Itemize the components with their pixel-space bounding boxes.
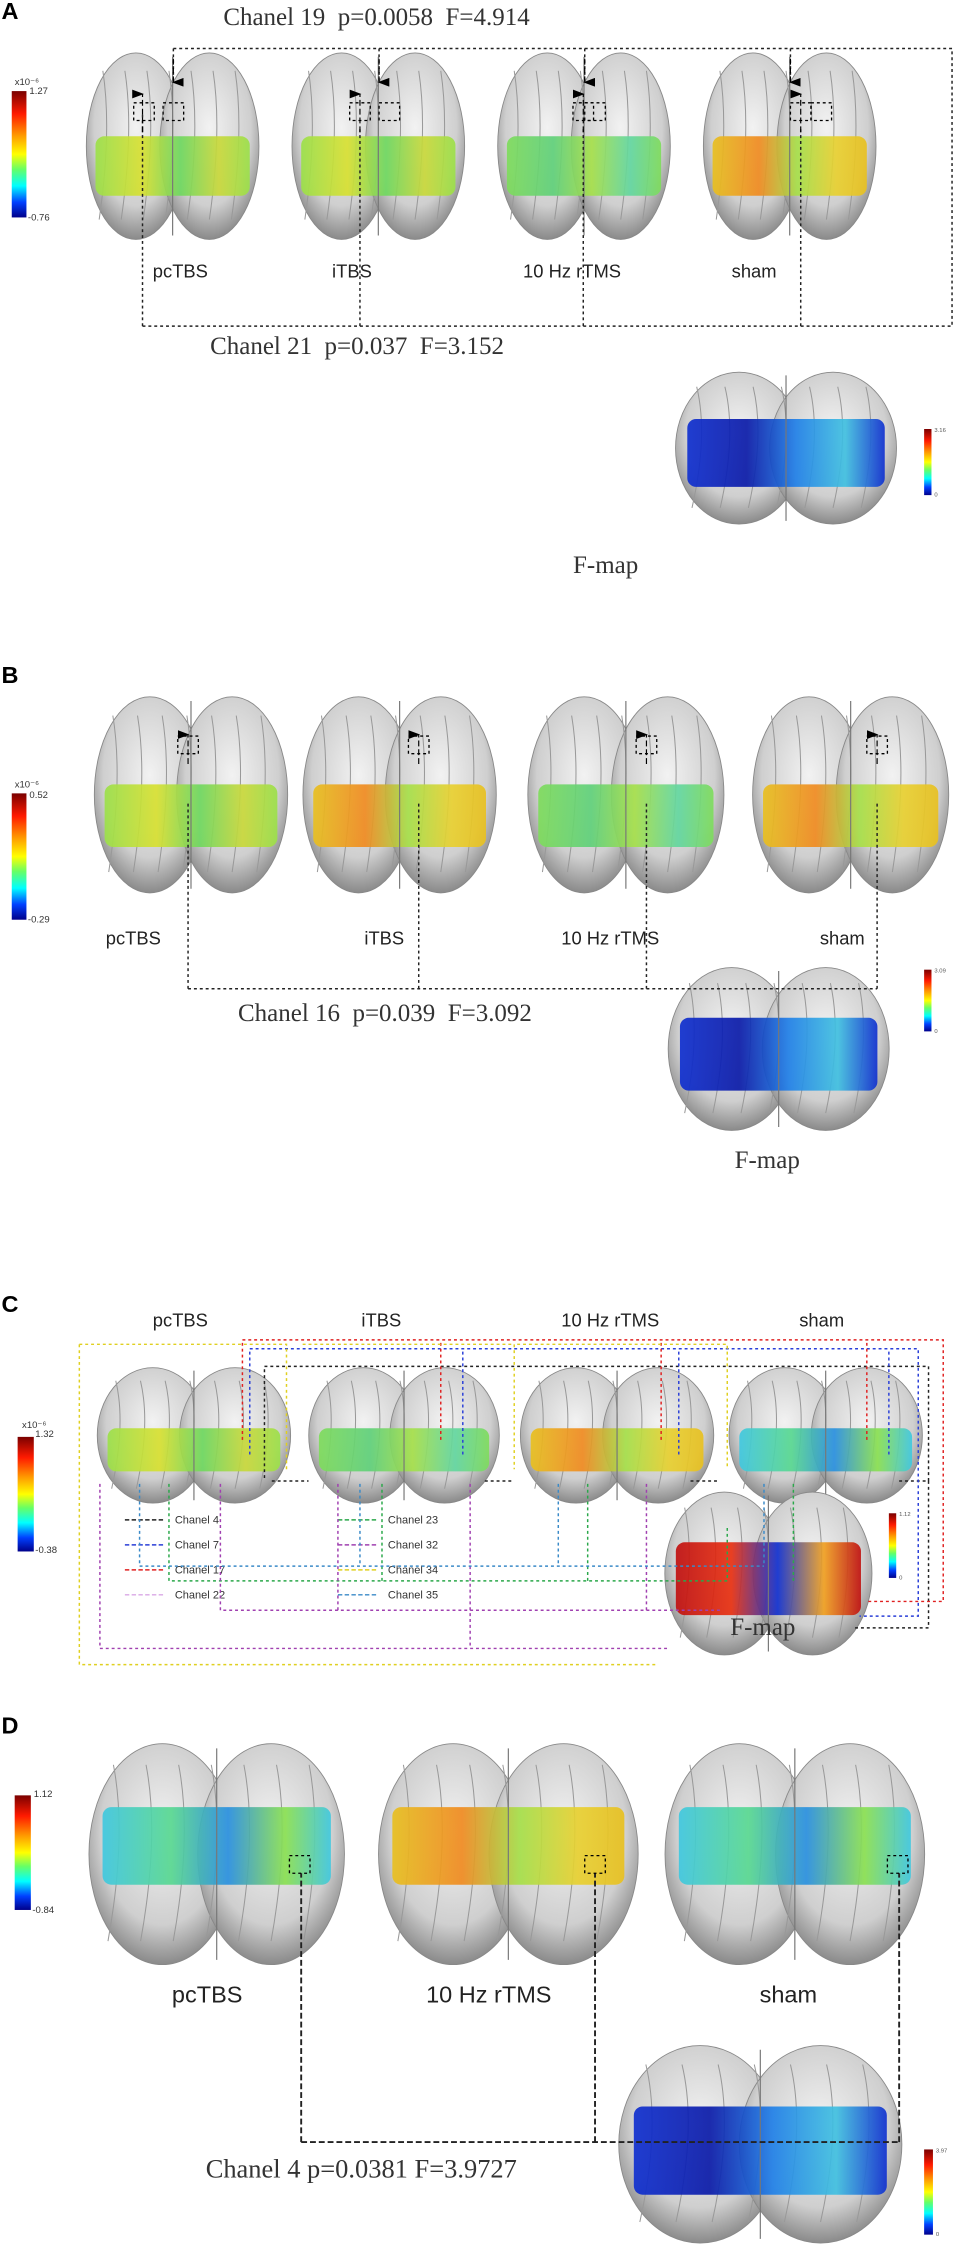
legend-item: Chanel 22 bbox=[124, 1588, 226, 1602]
panel-b-label-10hz: 10 Hz rTMS bbox=[561, 928, 660, 950]
panel-d-colorbar bbox=[14, 1795, 31, 1910]
panel-c-brain-itbs bbox=[308, 1367, 500, 1504]
legend-item: Chanel 17 bbox=[124, 1563, 226, 1577]
panel-b-colorbar-max: 0.52 bbox=[29, 790, 48, 801]
panel-c-brain-10hz bbox=[519, 1367, 715, 1504]
panel-c-label-pctbs: pcTBS bbox=[152, 1310, 208, 1332]
legend-swatch bbox=[124, 1569, 164, 1571]
legend-label: Chanel 17 bbox=[174, 1563, 226, 1577]
panel-d-brain-10hz bbox=[378, 1743, 639, 1966]
panel-b-fmap-min: 0 bbox=[934, 1026, 938, 1035]
legend-swatch bbox=[337, 1594, 377, 1596]
panel-c-label-sham: sham bbox=[799, 1310, 845, 1332]
panel-a-label-10hz: 10 Hz rTMS bbox=[523, 261, 622, 283]
panel-d-label: D bbox=[1, 1714, 19, 1740]
legend-item: Chanel 7 bbox=[124, 1538, 219, 1552]
panel-a-colorbar-exponent: x10⁻⁶ bbox=[14, 77, 40, 89]
panel-c-colorbar-max: 1.32 bbox=[35, 1429, 54, 1440]
panel-a-chanel19-stats: Chanel 19 p=0.0058 F=4.914 bbox=[223, 2, 530, 31]
panel-a-chanel21-stats: Chanel 21 p=0.037 F=3.152 bbox=[210, 332, 505, 360]
legend-swatch bbox=[337, 1569, 377, 1571]
legend-label: Chanel 4 bbox=[174, 1513, 219, 1527]
panel-c-colorbar bbox=[17, 1436, 34, 1552]
legend-item: Chanel 32 bbox=[337, 1538, 439, 1552]
panel-c-label: C bbox=[1, 1292, 19, 1318]
panel-b-colorbar-exponent: x10⁻⁶ bbox=[14, 780, 40, 791]
panel-c-fmap-max: 1.12 bbox=[899, 1510, 911, 1518]
panel-b-colorbar bbox=[11, 793, 27, 920]
legend-label: Chanel 34 bbox=[387, 1563, 439, 1577]
legend-swatch bbox=[337, 1519, 377, 1521]
legend-item: Chanel 35 bbox=[337, 1588, 439, 1602]
panel-a-fmap-min: 0 bbox=[934, 490, 938, 499]
panel-b-label-pctbs: pcTBS bbox=[105, 928, 161, 950]
panel-d-label-pctbs: pcTBS bbox=[171, 1983, 243, 2009]
panel-d-fmap-min: 0 bbox=[935, 2230, 940, 2238]
panel-c-fmap-label: F-map bbox=[730, 1613, 796, 1642]
panel-a-brain-sham bbox=[702, 52, 877, 240]
panel-b-fmap-label: F-map bbox=[734, 1145, 800, 1174]
panel-d-chanel4-stats: Chanel 4 p=0.0381 F=3.9727 bbox=[205, 2153, 517, 2184]
panel-a-colorbar-min: -0.76 bbox=[27, 213, 50, 224]
legend-label: Chanel 22 bbox=[174, 1588, 226, 1602]
panel-b-chanel16-stats: Chanel 16 p=0.039 F=3.092 bbox=[238, 999, 532, 1027]
panel-a-label: A bbox=[1, 0, 19, 25]
legend-item: Chanel 34 bbox=[337, 1563, 439, 1577]
panel-a-label-sham: sham bbox=[731, 261, 777, 283]
legend-label: Chanel 7 bbox=[174, 1538, 219, 1552]
panel-d-colorbar-max: 1.12 bbox=[33, 1789, 53, 1800]
panel-a-brain-10hz bbox=[497, 52, 671, 240]
legend-swatch bbox=[124, 1544, 164, 1546]
panel-b-brain-sham bbox=[752, 696, 950, 894]
panel-a-fmap-colorbar bbox=[924, 429, 932, 496]
panel-d-fmap-colorbar bbox=[924, 2149, 933, 2235]
panel-d-brain-sham bbox=[664, 1743, 926, 1966]
panel-b-brain-pctbs bbox=[93, 696, 289, 894]
legend-swatch bbox=[124, 1594, 164, 1596]
panel-b-brain-itbs bbox=[302, 696, 497, 894]
panel-c-brain-sham bbox=[728, 1367, 923, 1504]
panel-b-label: B bbox=[1, 664, 19, 690]
panel-d-colorbar-min: -0.84 bbox=[32, 1905, 55, 1916]
panel-b-brain-10hz bbox=[527, 696, 725, 894]
panel-b-label-sham: sham bbox=[819, 928, 865, 950]
panel-b-fmap-brain bbox=[667, 967, 890, 1131]
panel-d-label-10hz: 10 Hz rTMS bbox=[426, 1983, 552, 2009]
panel-a-fmap-label: F-map bbox=[572, 550, 639, 579]
legend-label: Chanel 32 bbox=[387, 1538, 439, 1552]
panel-c-label-10hz: 10 Hz rTMS bbox=[561, 1310, 660, 1332]
panel-c-fmap-min: 0 bbox=[899, 1573, 903, 1581]
legend-swatch bbox=[124, 1519, 164, 1521]
panel-b-label-itbs: iTBS bbox=[364, 928, 405, 950]
panel-a-brain-pctbs bbox=[85, 52, 260, 240]
panel-b-colorbar-min: -0.29 bbox=[27, 915, 50, 926]
panel-b-fmap-max: 3.09 bbox=[934, 966, 946, 975]
legend-swatch bbox=[337, 1544, 377, 1546]
legend-label: Chanel 35 bbox=[387, 1588, 439, 1602]
panel-d-fmap-max: 3.97 bbox=[935, 2146, 948, 2154]
panel-c-colorbar-exponent: x10⁻⁶ bbox=[22, 1420, 47, 1432]
panel-c-fmap-colorbar bbox=[888, 1513, 897, 1578]
panel-a-brain-itbs bbox=[291, 52, 466, 240]
panel-d-label-sham: sham bbox=[759, 1983, 818, 2009]
panel-b-fmap-colorbar bbox=[924, 969, 932, 1032]
panel-a-fmap-max: 3.16 bbox=[934, 426, 946, 434]
panel-a-fmap-brain bbox=[675, 371, 897, 525]
panel-c-colorbar-min: -0.38 bbox=[35, 1545, 58, 1556]
panel-a-colorbar-max: 1.27 bbox=[29, 86, 48, 97]
legend-label: Chanel 23 bbox=[387, 1513, 439, 1527]
panel-c-label-itbs: iTBS bbox=[361, 1310, 402, 1332]
legend-item: Chanel 4 bbox=[124, 1513, 219, 1527]
panel-c-brain-pctbs bbox=[96, 1367, 292, 1504]
panel-a-label-itbs: iTBS bbox=[332, 261, 372, 283]
panel-a-colorbar bbox=[11, 91, 27, 218]
panel-a-label-pctbs: pcTBS bbox=[152, 261, 208, 283]
panel-d-brain-pctbs bbox=[88, 1743, 345, 1966]
panel-d-fmap-brain bbox=[618, 2045, 903, 2244]
legend-item: Chanel 23 bbox=[337, 1513, 439, 1527]
